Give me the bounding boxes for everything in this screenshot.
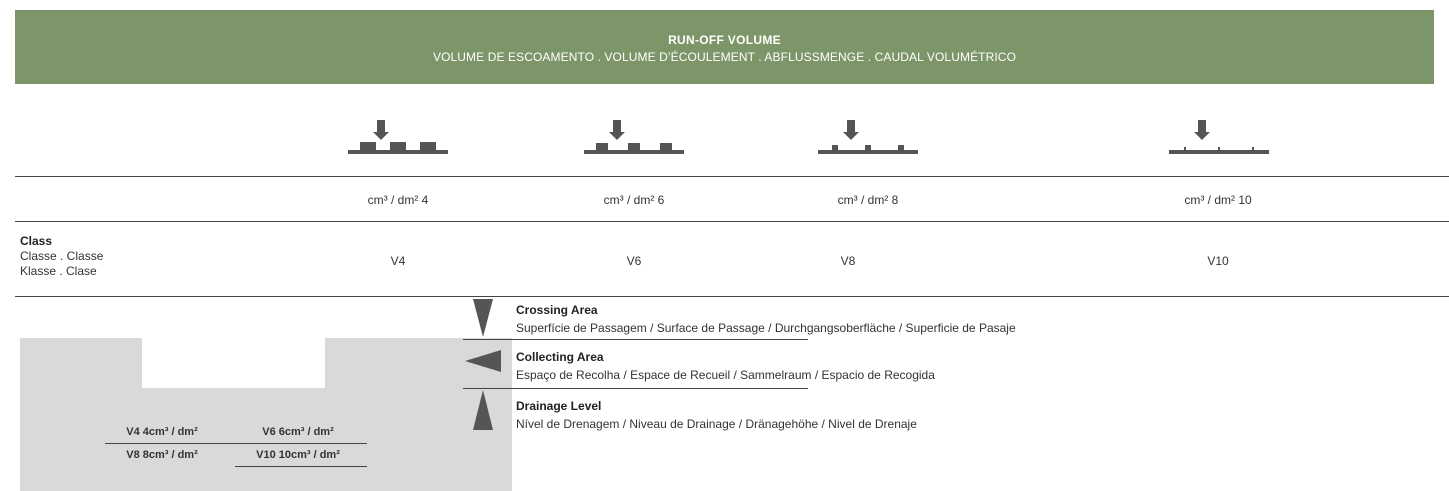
legend-collecting-title: Collecting Area xyxy=(516,350,604,364)
table-bottom-line xyxy=(235,466,367,467)
header-title: RUN-OFF VOLUME xyxy=(668,33,781,47)
divider-3 xyxy=(15,296,1449,297)
class-line-3: Klasse . Clase xyxy=(20,264,97,278)
header-subtitle: VOLUME DE ESCOAMENTO . VOLUME D’ÉCOULEME… xyxy=(432,50,1017,64)
crossing-area-marker-icon xyxy=(473,299,493,337)
profile-v4-icon xyxy=(348,120,448,154)
legend-crossing-sub: Superfície de Passagem / Surface de Pass… xyxy=(516,321,1016,335)
class-label: Class Classe . Classe Klasse . Clase xyxy=(20,234,103,279)
diagram-notch xyxy=(142,338,325,388)
legend-drainage-title: Drainage Level xyxy=(516,399,602,413)
profile-v10-icon xyxy=(1169,120,1269,154)
class-v10: V10 xyxy=(1207,254,1229,268)
table-divider xyxy=(105,443,367,444)
table-cell-v10: V10 10cm³ / dm² xyxy=(256,449,340,461)
legend-line-1 xyxy=(463,339,808,340)
collecting-area-marker-icon xyxy=(465,350,501,372)
class-line-2: Classe . Classe xyxy=(20,249,104,263)
profile-v8-icon xyxy=(818,120,918,154)
legend-line-2 xyxy=(463,388,808,389)
unit-v10: cm³ / dm² 10 xyxy=(1184,193,1252,207)
class-v8: V8 xyxy=(840,254,856,268)
unit-v4: cm³ / dm² 4 xyxy=(367,193,429,207)
class-v4: V4 xyxy=(390,254,406,268)
legend-crossing-title: Crossing Area xyxy=(516,303,598,317)
drainage-level-marker-icon xyxy=(473,390,493,430)
profile-v6-icon xyxy=(584,120,684,154)
unit-v8: cm³ / dm² 8 xyxy=(837,193,899,207)
class-title: Class xyxy=(20,234,53,248)
header-banner: RUN-OFF VOLUME VOLUME DE ESCOAMENTO . VO… xyxy=(15,10,1434,84)
divider-2 xyxy=(15,221,1449,222)
unit-v6: cm³ / dm² 6 xyxy=(603,193,665,207)
class-v6: V6 xyxy=(626,254,642,268)
table-cell-v4: V4 4cm³ / dm² xyxy=(126,426,198,438)
legend-collecting-sub: Espaço de Recolha / Espace de Recueil / … xyxy=(516,368,935,382)
divider-1 xyxy=(15,176,1449,177)
table-cell-v6: V6 6cm³ / dm² xyxy=(262,426,334,438)
legend-drainage-sub: Nível de Drenagem / Niveau de Drainage /… xyxy=(516,417,917,431)
table-cell-v8: V8 8cm³ / dm² xyxy=(126,449,198,461)
